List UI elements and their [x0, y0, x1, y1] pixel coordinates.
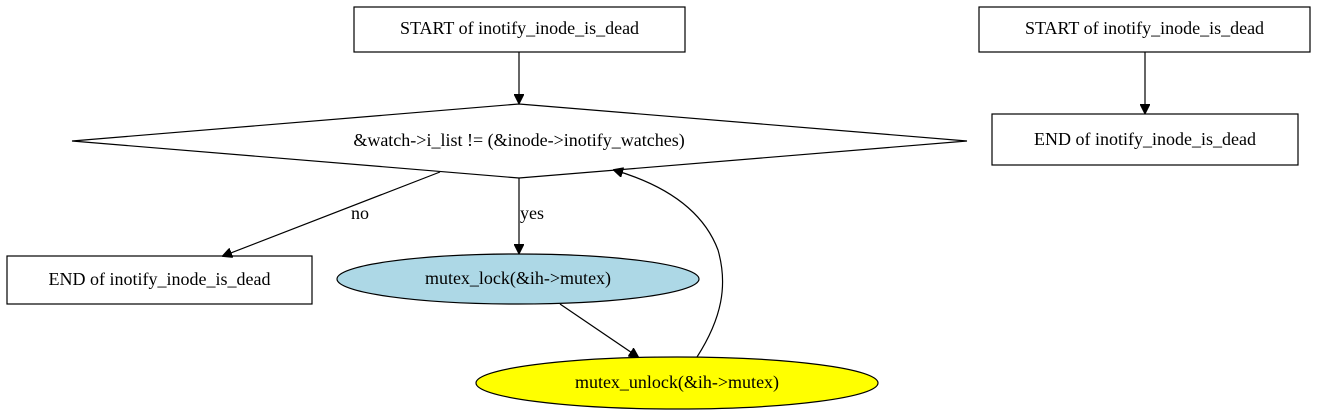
edge-mutex-lock-to-unlock [559, 303, 638, 357]
edge-mutex-unlock-to-decision [614, 170, 724, 358]
edge-label-no: no [351, 203, 369, 223]
end-node-main-label: END of inotify_inode_is_dead [49, 269, 271, 289]
start-node-main-label: START of inotify_inode_is_dead [400, 18, 639, 38]
end-node-main: END of inotify_inode_is_dead [6, 255, 313, 305]
mutex-unlock-node-label: mutex_unlock(&ih->mutex) [575, 372, 779, 393]
start-node-secondary: START of inotify_inode_is_dead [978, 6, 1311, 53]
start-node-main: START of inotify_inode_is_dead [353, 6, 686, 53]
edge-decision-to-end-no [223, 171, 441, 256]
mutex-lock-node: mutex_lock(&ih->mutex) [336, 253, 700, 305]
end-node-secondary-label: END of inotify_inode_is_dead [1034, 129, 1256, 149]
decision-node-label: &watch->i_list != (&inode->inotify_watch… [353, 130, 684, 151]
end-node-secondary: END of inotify_inode_is_dead [991, 113, 1299, 166]
edge-label-yes: yes [520, 203, 544, 223]
start-node-secondary-label: START of inotify_inode_is_dead [1025, 18, 1264, 38]
mutex-lock-node-label: mutex_lock(&ih->mutex) [425, 268, 611, 289]
decision-node: &watch->i_list != (&inode->inotify_watch… [71, 103, 968, 179]
mutex-unlock-node: mutex_unlock(&ih->mutex) [475, 356, 879, 410]
